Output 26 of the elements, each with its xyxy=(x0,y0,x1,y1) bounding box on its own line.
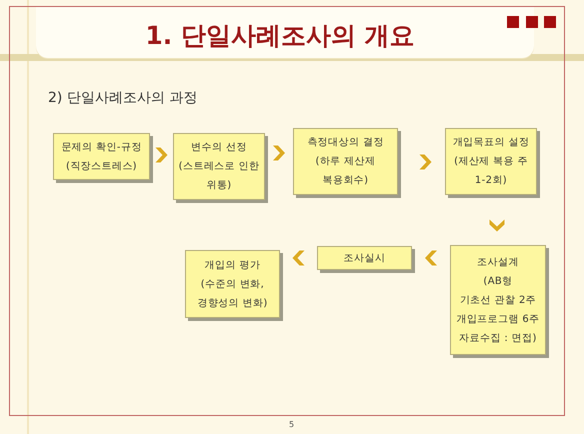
page-number: 5 xyxy=(289,419,294,431)
process-box xyxy=(185,250,280,318)
step-detail: 개입프로그램 6주 xyxy=(456,312,540,326)
step-title: 문제의 확인-규정 xyxy=(61,140,142,154)
step-detail: (AB형 xyxy=(483,274,513,288)
section-heading: 2) 단일사례조사의 과정 xyxy=(48,89,198,107)
slide-title: 1. 단일사례조사의 개요 xyxy=(145,21,415,51)
step-title: 조사실시 xyxy=(344,252,386,266)
step-detail: (스트레스로 인한 위통) xyxy=(178,160,260,193)
step-title: 측정대상의 결정 xyxy=(307,136,384,150)
process-box xyxy=(173,133,265,200)
step-detail: 자료수집 : 면접) xyxy=(459,332,537,346)
process-box xyxy=(317,246,412,270)
step-detail: (수준의 변화, 경향성의 변화) xyxy=(196,278,269,310)
step-title: 변수의 선정 xyxy=(191,141,247,155)
process-box xyxy=(53,133,150,180)
step-title: 조사설계 xyxy=(477,256,519,270)
process-box xyxy=(450,245,546,355)
step-title: 개입목표의 설정 xyxy=(452,136,530,150)
process-box xyxy=(445,128,537,195)
step-detail: 기초선 관찰 2주 xyxy=(460,294,536,308)
step-detail: (직장스트레스) xyxy=(66,160,137,174)
step-detail: (하루 제산제 복용회수) xyxy=(314,155,376,188)
step-title: 개입의 평가 xyxy=(204,258,260,272)
process-box xyxy=(293,128,398,195)
step-detail: (제산제 복용 주 1-2회) xyxy=(453,155,529,188)
